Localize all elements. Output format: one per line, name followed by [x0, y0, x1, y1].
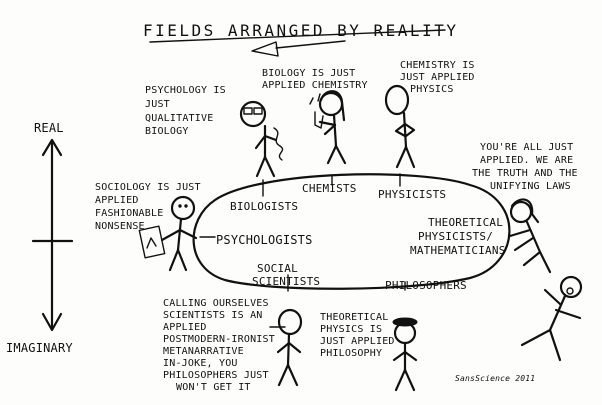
label-social-2: SCIENTISTS — [252, 275, 320, 288]
svg-text:UNIFYING LAWS: UNIFYING LAWS — [490, 181, 571, 192]
speech-social-scientists: CALLING OURSELVES SCIENTISTS IS AN APPLI… — [163, 298, 275, 393]
reality-axis — [31, 138, 74, 332]
picture-sign-icon — [138, 225, 166, 259]
figure-mathematician — [508, 198, 552, 274]
axis-label-imaginary: IMAGINARY — [6, 341, 73, 355]
svg-text:THE TRUTH AND THE: THE TRUTH AND THE — [472, 168, 578, 179]
svg-text:APPLIED: APPLIED — [95, 195, 139, 206]
svg-text:CALLING OURSELVES: CALLING OURSELVES — [163, 298, 269, 309]
label-chemists: CHEMISTS — [302, 182, 357, 195]
fields-ring — [192, 173, 511, 290]
label-physicists: PHYSICISTS — [378, 188, 446, 201]
speech-biology: BIOLOGY IS JUST APPLIED CHEMISTRY — [262, 68, 368, 91]
figure-lower-right — [520, 275, 583, 362]
svg-text:NONSENSE: NONSENSE — [95, 221, 145, 232]
up-arrow-icon — [41, 138, 63, 157]
dna-icon — [273, 127, 284, 161]
svg-text:PHYSICS IS: PHYSICS IS — [320, 324, 382, 335]
svg-text:YOU'RE ALL JUST: YOU'RE ALL JUST — [480, 142, 573, 153]
svg-text:METANARRATIVE: METANARRATIVE — [163, 346, 244, 357]
figure-psychology — [239, 100, 284, 178]
label-theoretical-2: PHYSICISTS/ — [418, 230, 493, 243]
signature: SansScience 2011 — [455, 374, 535, 383]
svg-text:PSYCHOLOGY IS: PSYCHOLOGY IS — [145, 85, 226, 96]
label-biologists: BIOLOGISTS — [230, 200, 298, 213]
speech-chemistry: CHEMISTRY IS JUST APPLIED PHYSICS — [400, 60, 475, 95]
svg-text:BIOLOGY IS JUST: BIOLOGY IS JUST — [262, 68, 355, 79]
svg-text:APPLIED: APPLIED — [163, 322, 207, 333]
svg-text:QUALITATIVE: QUALITATIVE — [145, 113, 213, 124]
speech-sociology: SOCIOLOGY IS JUST APPLIED FASHIONABLE NO… — [95, 182, 201, 232]
left-arrow-icon — [251, 40, 346, 57]
label-social-1: SOCIAL — [257, 262, 298, 275]
svg-text:PHILOSOPHY: PHILOSOPHY — [320, 348, 382, 359]
speech-mathematicians: YOU'RE ALL JUST APPLIED. WE ARE THE TRUT… — [472, 142, 578, 192]
svg-text:CHEMISTRY IS: CHEMISTRY IS — [400, 60, 475, 71]
title-underline — [149, 29, 446, 43]
figure-social-scientist — [276, 308, 303, 387]
speech-theoretical-physics: THEORETICAL PHYSICS IS JUST APPLIED PHIL… — [320, 312, 395, 359]
speech-psychology: PSYCHOLOGY IS JUST QUALITATIVE BIOLOGY — [145, 85, 226, 137]
down-arrow-icon — [41, 312, 63, 332]
figure-philosopher — [392, 317, 418, 392]
figure-chemistry — [384, 84, 416, 169]
svg-text:WON'T GET IT: WON'T GET IT — [176, 382, 251, 393]
svg-text:JUST APPLIED: JUST APPLIED — [320, 336, 395, 347]
axis-label-real: REAL — [34, 121, 64, 135]
test-tube-icon — [314, 111, 324, 129]
svg-text:APPLIED. WE ARE: APPLIED. WE ARE — [480, 155, 573, 166]
svg-text:POSTMODERN-IRONIST: POSTMODERN-IRONIST — [163, 334, 275, 345]
svg-text:THEORETICAL: THEORETICAL — [320, 312, 388, 323]
svg-text:PHYSICS: PHYSICS — [410, 84, 454, 95]
svg-text:SOCIOLOGY IS JUST: SOCIOLOGY IS JUST — [95, 182, 201, 193]
svg-text:PHILOSOPHERS JUST: PHILOSOPHERS JUST — [163, 370, 269, 381]
label-theoretical-1: THEORETICAL — [428, 216, 503, 229]
svg-text:FASHIONABLE: FASHIONABLE — [95, 208, 163, 219]
svg-text:JUST APPLIED: JUST APPLIED — [400, 72, 475, 83]
figure-biology — [309, 90, 347, 165]
label-theoretical-3: MATHEMATICIANS — [410, 244, 506, 257]
svg-text:SCIENTISTS IS AN: SCIENTISTS IS AN — [163, 310, 263, 321]
svg-text:JUST: JUST — [145, 99, 170, 110]
figure-sociology — [138, 195, 198, 272]
label-philosophers: PHILOSOPHERS — [385, 279, 467, 292]
comic-title: FIELDS ARRANGED BY REALITY — [143, 21, 458, 40]
svg-text:APPLIED CHEMISTRY: APPLIED CHEMISTRY — [262, 80, 368, 91]
svg-text:IN-JOKE, YOU: IN-JOKE, YOU — [163, 358, 238, 369]
svg-text:BIOLOGY: BIOLOGY — [145, 126, 189, 137]
label-psychologists: PSYCHOLOGISTS — [216, 233, 313, 247]
